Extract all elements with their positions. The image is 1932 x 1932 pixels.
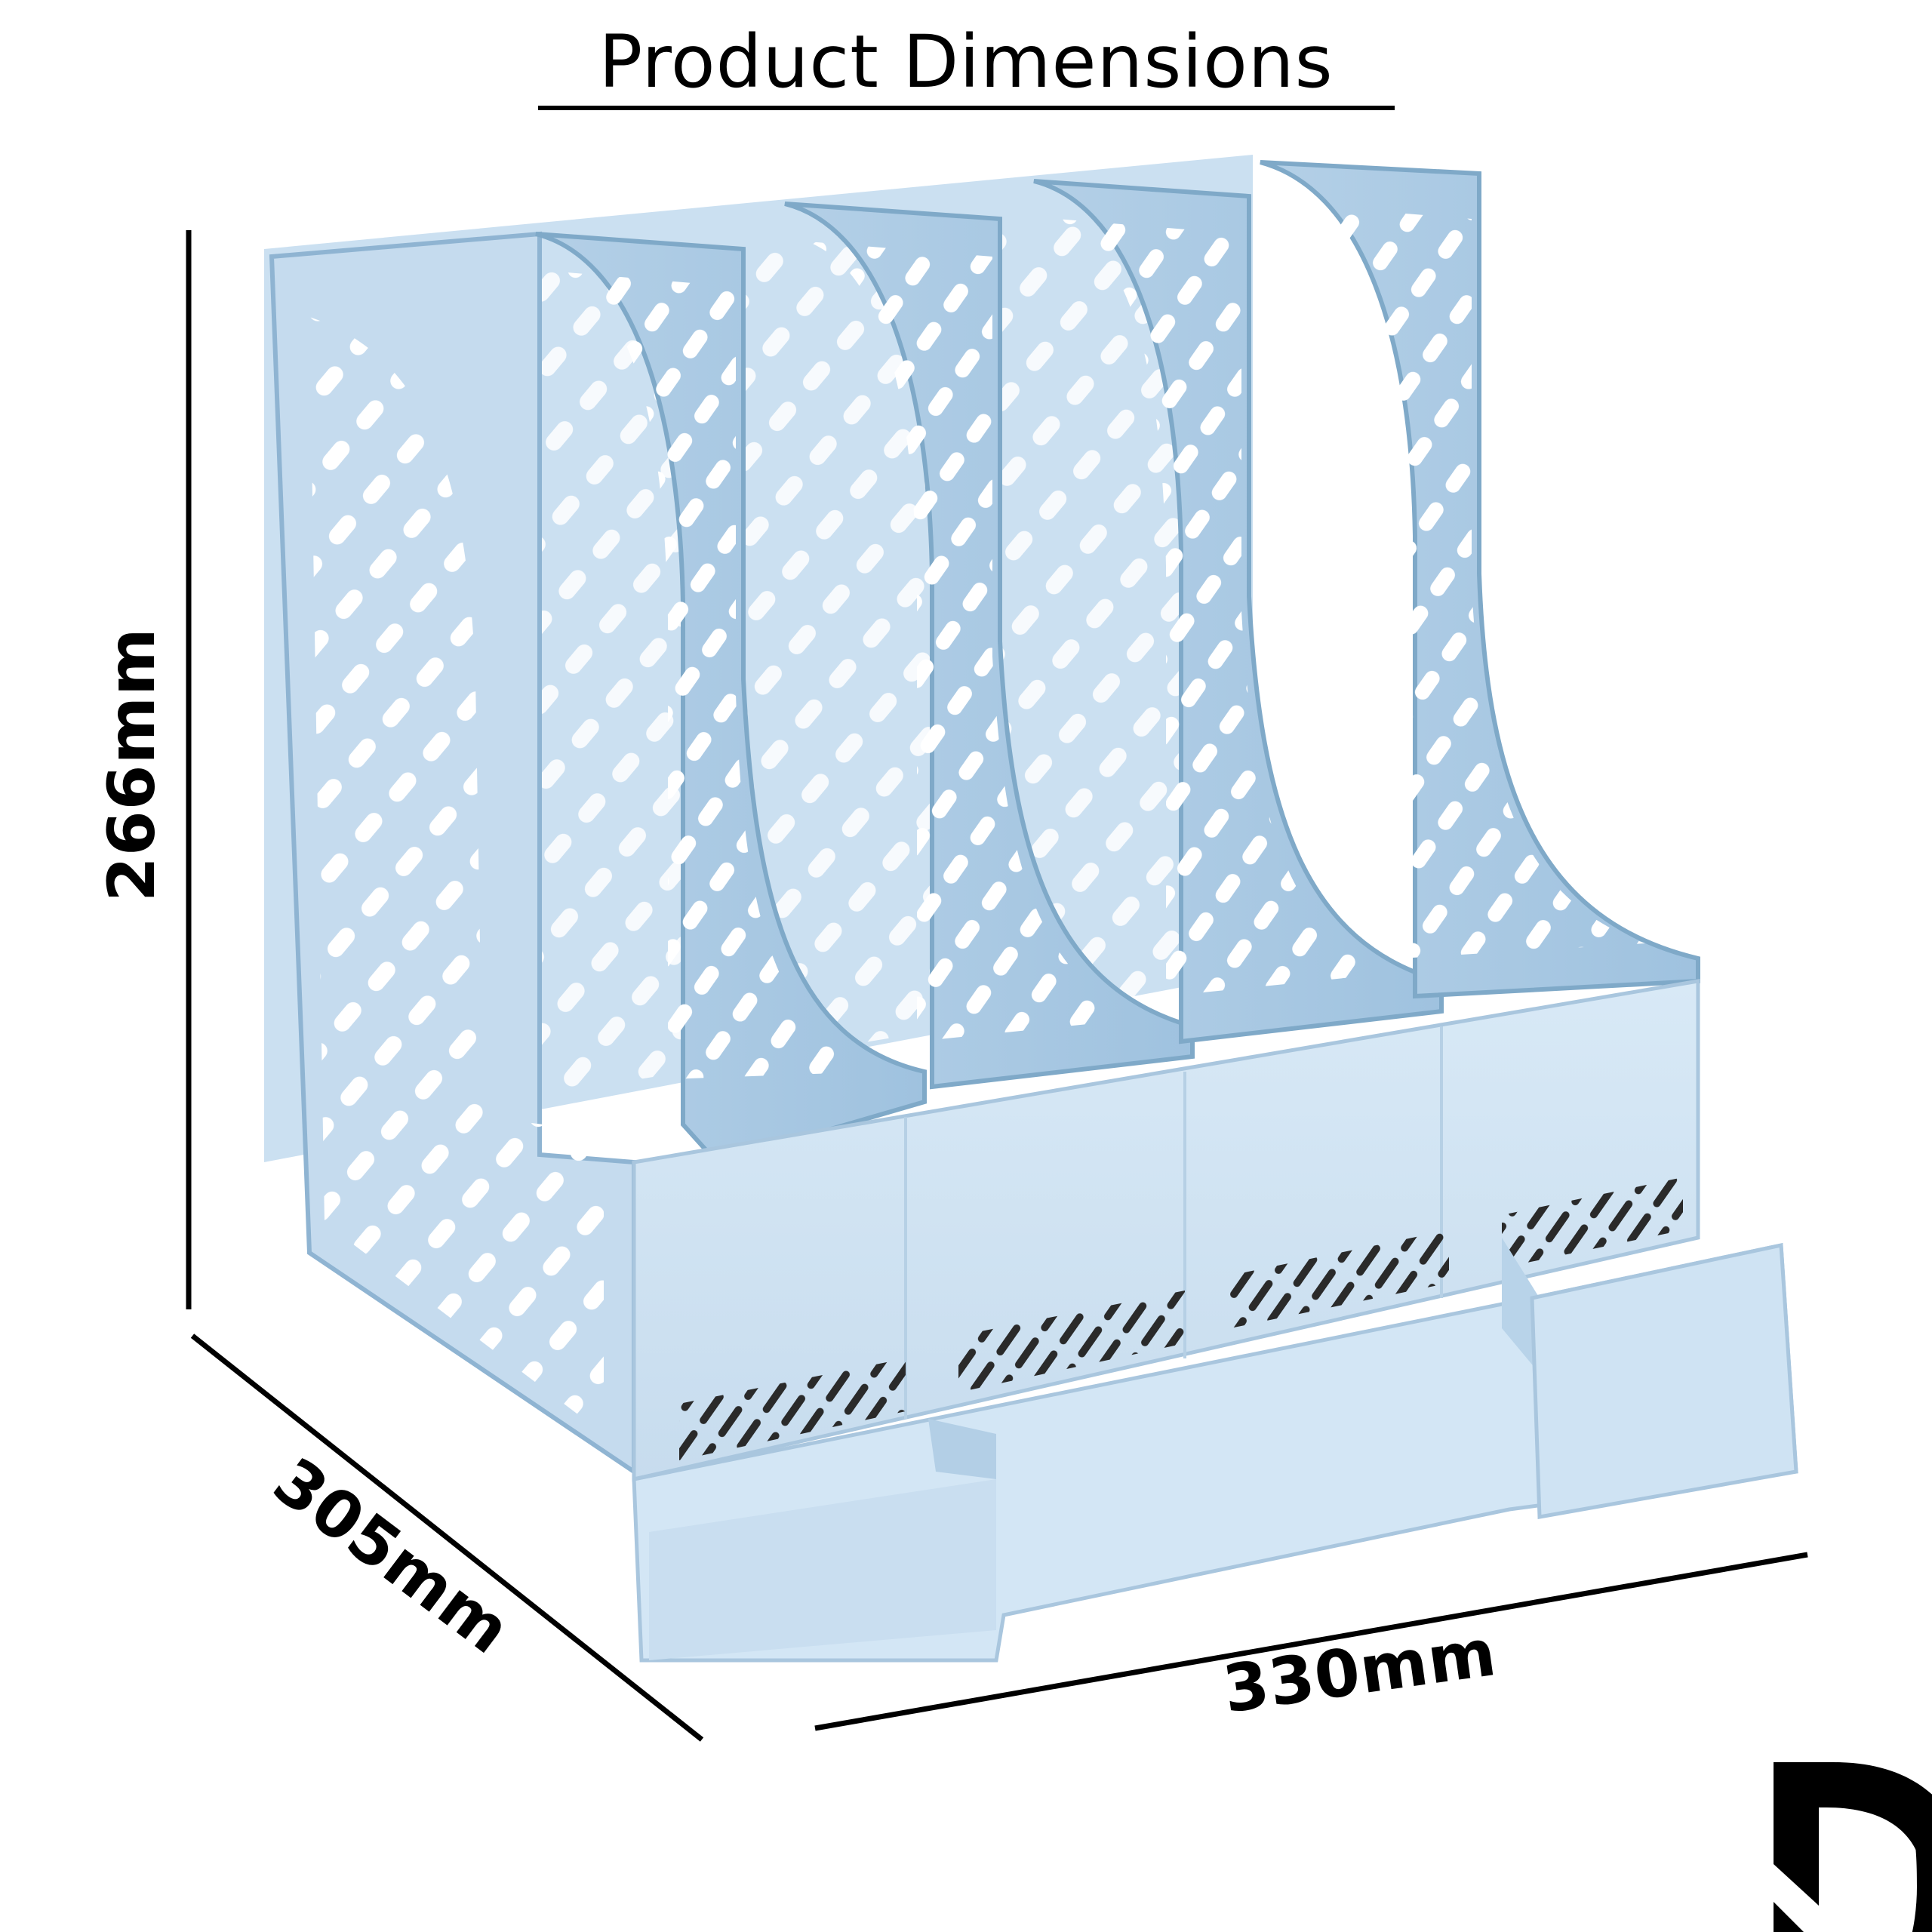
width-dimension-line [814, 1552, 1808, 1731]
height-dimension-label: 266mm [94, 627, 170, 902]
depth-dimension-line [190, 1334, 704, 1742]
front-box [632, 979, 1700, 1482]
brand-d-logo-icon [1774, 1762, 1932, 1932]
divider-slat-1 [535, 232, 927, 1165]
page-title: Product Dimensions [598, 20, 1334, 104]
bottom-tray [632, 1238, 1798, 1663]
divider-slat-4 [1260, 160, 1700, 999]
title-underline [538, 106, 1395, 110]
